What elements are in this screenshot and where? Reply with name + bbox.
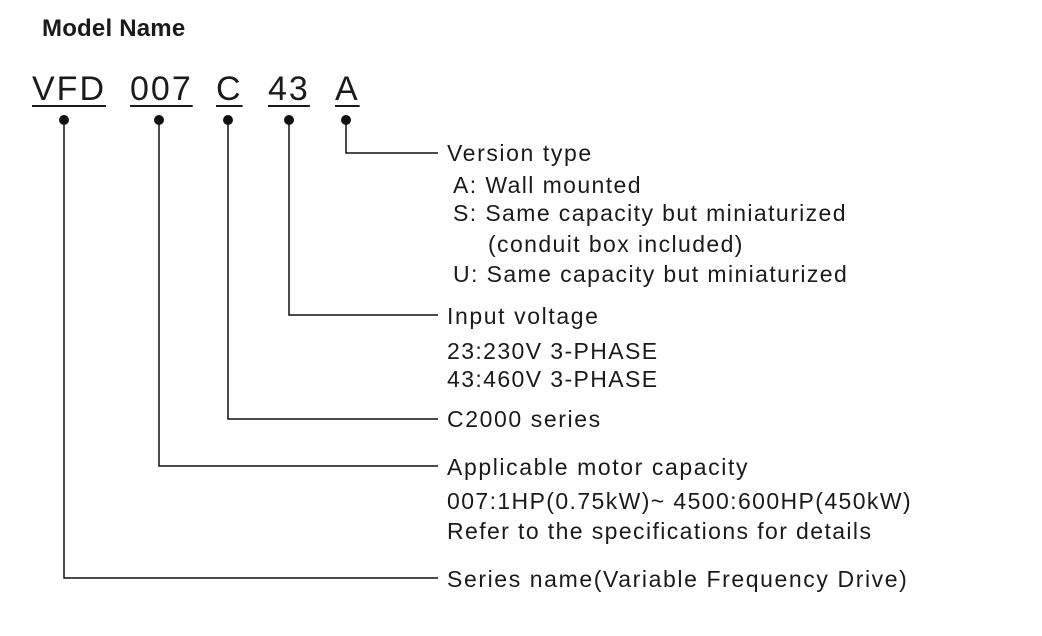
version-type-heading: Version type <box>447 140 593 166</box>
connector-line-series <box>63 120 438 579</box>
version-option-a: A: Wall mounted <box>453 172 642 198</box>
motor-capacity-heading: Applicable motor capacity <box>447 454 750 480</box>
series-code-heading: C2000 series <box>447 406 602 432</box>
connector-line-capacity <box>158 120 438 467</box>
diagram-title: Model Name <box>42 15 186 42</box>
code-segment-series: VFD <box>32 70 106 108</box>
voltage-option-23: 23:230V 3-PHASE <box>447 338 659 364</box>
connector-line-version <box>345 120 438 154</box>
connector-line-series-code <box>227 120 438 420</box>
input-voltage-heading: Input voltage <box>447 303 600 329</box>
series-name-heading: Series name(Variable Frequency Drive) <box>447 566 909 592</box>
connector-line-voltage <box>288 120 438 316</box>
voltage-option-43: 43:460V 3-PHASE <box>447 366 659 392</box>
code-segment-version: A <box>335 70 360 108</box>
capacity-range: 007:1HP(0.75kW)~ 4500:600HP(450kW) <box>447 488 913 514</box>
code-segment-series-code: C <box>216 70 243 108</box>
version-option-s-note: (conduit box included) <box>488 231 744 257</box>
version-option-s: S: Same capacity but miniaturized <box>453 200 847 226</box>
capacity-note: Refer to the specifications for details <box>447 518 873 544</box>
version-option-u: U: Same capacity but miniaturized <box>453 261 849 287</box>
code-segment-voltage: 43 <box>268 70 310 108</box>
code-segment-capacity: 007 <box>130 70 193 108</box>
